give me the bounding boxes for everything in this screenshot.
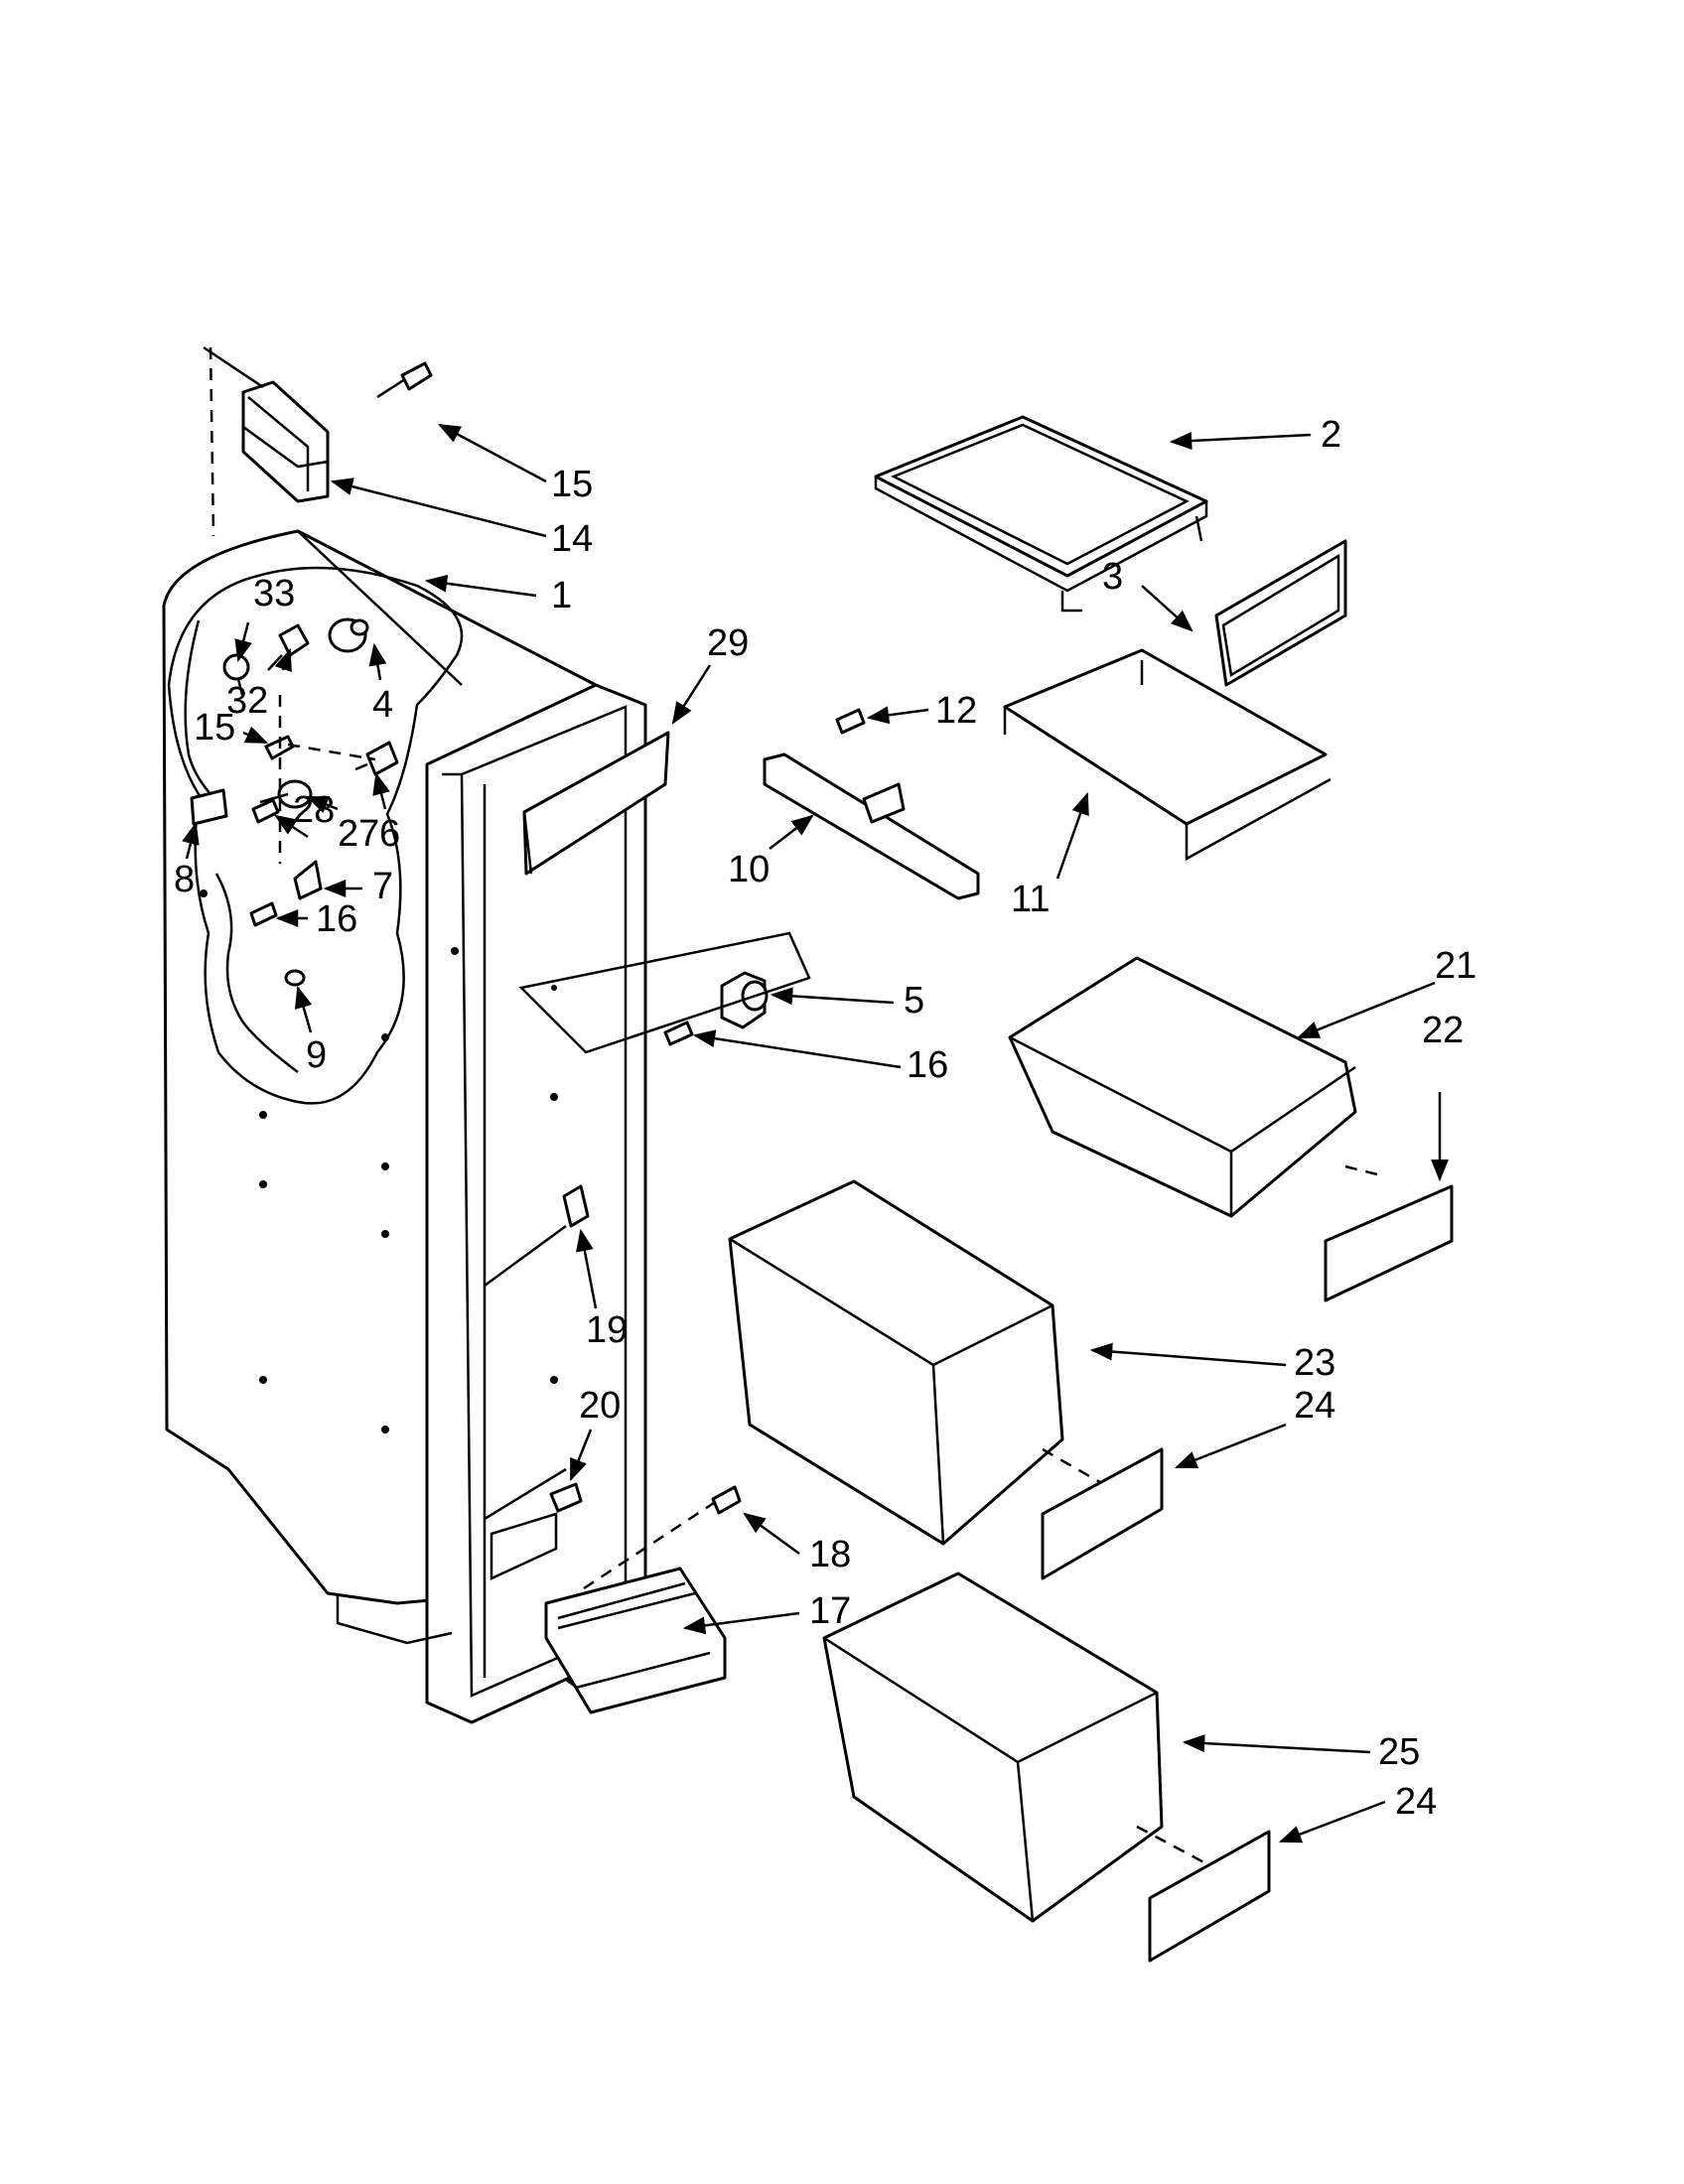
callout-12: 12	[935, 690, 977, 732]
trim-part-29	[522, 731, 670, 876]
support-rail-part-10	[763, 752, 980, 900]
callout-1: 1	[551, 575, 572, 616]
callout-4: 4	[372, 684, 393, 726]
callout-6: 6	[379, 813, 400, 855]
screw-part-15-top	[376, 361, 433, 399]
bolt-part-28	[251, 798, 280, 824]
screw-part-12	[835, 708, 866, 735]
callout-15-lower: 15	[194, 707, 235, 749]
basket-part-25	[822, 1571, 1164, 1923]
callout-9: 9	[306, 1034, 327, 1076]
leader-lines	[182, 423, 1449, 1843]
callout-25: 25	[1378, 1731, 1420, 1773]
callout-2: 2	[1321, 414, 1341, 456]
callout-17: 17	[809, 1590, 851, 1632]
screw-part-9	[284, 969, 306, 987]
shelf-part-2	[874, 415, 1208, 613]
callout-labels: 1 2 3 4 5 6 7 8 9 10 11 12 14 15 15 16 1…	[174, 414, 1476, 1823]
callout-8: 8	[174, 859, 195, 900]
callout-27: 27	[338, 813, 379, 855]
callout-19: 19	[586, 1309, 628, 1351]
callout-18: 18	[809, 1534, 851, 1575]
callout-7: 7	[372, 866, 393, 907]
shelf-trim-part-3	[1214, 539, 1347, 687]
callout-24-lower: 24	[1395, 1781, 1437, 1823]
screw-part-16-right	[663, 1021, 694, 1046]
callout-3: 3	[1102, 556, 1123, 598]
basket-trim-part-24-upper	[1041, 1447, 1164, 1580]
basket-trim-part-22	[1324, 1184, 1454, 1302]
callout-32: 32	[226, 680, 268, 722]
knob-part-4	[328, 617, 369, 653]
basket-part-23	[728, 1179, 1064, 1546]
screw-part-18	[711, 1485, 742, 1515]
callout-33: 33	[253, 573, 295, 614]
callout-22: 22	[1422, 1010, 1464, 1051]
callout-10: 10	[728, 849, 770, 890]
callout-24-upper: 24	[1294, 1385, 1335, 1427]
screw-part-20	[549, 1482, 583, 1513]
basket-part-21	[1008, 956, 1357, 1218]
callout-28: 28	[293, 789, 335, 831]
callout-23: 23	[1294, 1342, 1335, 1384]
callout-14: 14	[551, 518, 593, 560]
callout-16-right: 16	[907, 1044, 948, 1086]
basket-trim-part-24-lower	[1148, 1830, 1271, 1963]
light-bracket-part-14	[241, 380, 330, 503]
switch-part-6	[354, 741, 399, 776]
callout-11: 11	[1011, 879, 1050, 920]
callout-5: 5	[904, 980, 924, 1022]
wire-shelf-part-11	[1003, 648, 1332, 862]
switch-part-19	[562, 1184, 590, 1228]
callout-29: 29	[707, 622, 749, 664]
callout-21: 21	[1435, 945, 1476, 987]
callout-16-left: 16	[316, 898, 357, 940]
callout-20: 20	[579, 1385, 621, 1427]
grille-part-17	[544, 1567, 727, 1714]
bracket-part-8	[190, 788, 228, 826]
housing-part-7	[293, 860, 323, 900]
callout-15-top: 15	[551, 464, 593, 505]
thermostat-part-27	[259, 779, 313, 809]
